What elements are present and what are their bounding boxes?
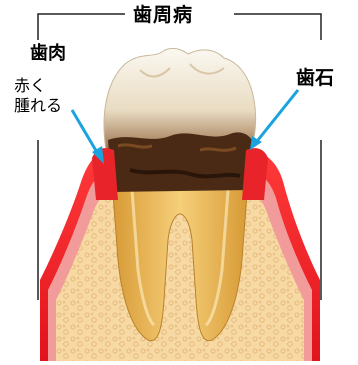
calculus-deposit [108, 132, 252, 192]
diagram-title: 歯周病 [133, 6, 193, 25]
calculus-label: 歯石 [296, 69, 334, 88]
alveolar-bone [56, 192, 304, 361]
calculus-arrow [250, 90, 298, 150]
gum-arrow [72, 110, 104, 164]
gum-label-line2: 腫れる [14, 98, 62, 114]
gum-label: 歯肉 [30, 45, 66, 63]
gum-label-line1: 赤く [14, 78, 46, 94]
